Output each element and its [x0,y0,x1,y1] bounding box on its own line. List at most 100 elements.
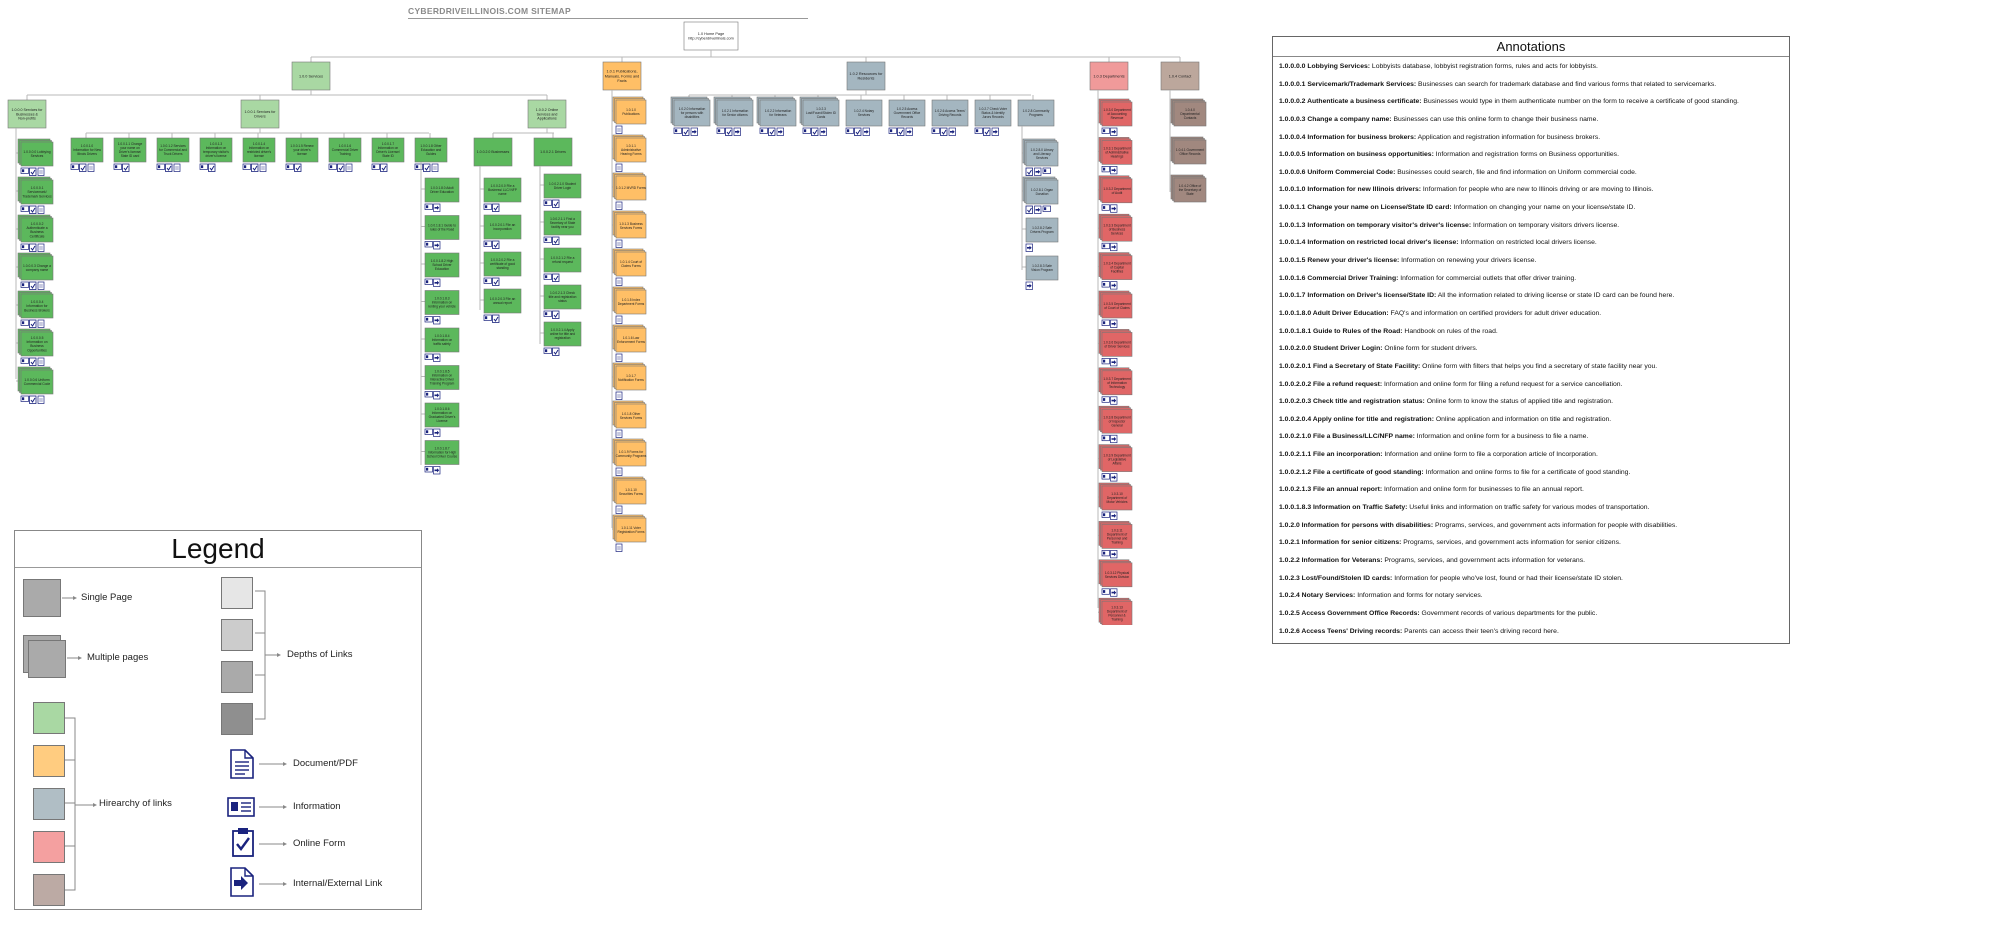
level1-node [1160,61,1200,91]
hierarchy-swatch [33,745,65,777]
annotation-id: 1.0.0.2.1.1 File an incorporation: [1279,451,1383,459]
annotation-text: All the information related to driving l… [1436,292,1675,300]
document-icon [615,505,623,514]
annotation-id: 1.0.0.2.1.3 File an annual report: [1279,486,1383,494]
information-icon [845,127,854,134]
online-form-check [30,245,36,251]
information-icon-photo [72,165,75,169]
online-form-label: Online Form [293,838,346,849]
arrow-icon [259,882,287,886]
document-icon [37,281,45,290]
information-icon-photo [545,238,548,242]
site-node [716,99,754,127]
information-icon-photo [1103,282,1106,286]
hierarchy-swatch [33,831,65,863]
annotation-id: 1.0.0.2.0.2 File a refund request: [1279,380,1383,388]
annotation-text: Information and forms for notary service… [1355,592,1483,600]
information-icon [199,163,208,170]
link-label: Internal/External Link [293,878,383,889]
online-form-check [30,169,36,175]
site-node [1101,140,1133,165]
online-form-icon [768,127,776,136]
annotation-text: Lobbyists database, lobbyist registratio… [1370,63,1598,70]
information-icon [20,205,29,212]
site-node [328,137,362,163]
information-icon-photo [1044,169,1047,173]
site-node [199,137,233,163]
information-icon [543,236,552,243]
annotation-text: Online form with filters that helps you … [1420,362,1658,370]
link-icon-arrow [907,129,912,134]
site-node [483,251,522,277]
online-form-icon [29,167,37,176]
site-node [424,365,460,390]
information-icon-photo [976,129,979,133]
annotation-item: 1.0.0.1.1 Change your name on License/St… [1279,204,1783,222]
online-form-icon [122,163,130,172]
information-icon [1101,550,1110,557]
document-icon [615,163,623,172]
legend-divider [15,567,421,568]
online-form-check [553,201,559,207]
information-icon-photo [1103,359,1106,363]
online-form-check [209,165,215,171]
information-icon-photo [1044,207,1047,211]
site-node [845,99,883,127]
site-node [888,99,926,127]
information-icon-photo [22,283,25,287]
annotation-item: 1.0.0.1.8.1 Guide to Rules of the Road: … [1279,328,1783,346]
link-icon-arrow [1111,513,1117,518]
online-form-check [855,129,861,135]
information-icon-photo [426,242,429,246]
annotation-id: 1.0.0.1.0 Information for new Illinois d… [1279,186,1422,194]
information-icon [328,163,337,170]
annotation-text: Businesses can search for trademark data… [1416,80,1717,88]
arrow-icon [62,596,77,600]
site-node [483,214,522,240]
site-node [615,479,647,505]
node-label: 1.0.2.6 Access Teens'Driving Records [935,109,966,117]
information-icon-photo [1103,398,1106,401]
information-icon-photo [1103,244,1106,248]
annotation-text: FAQ's and information on certified provi… [1388,309,1602,317]
annotation-id: 1.0.0.0.1 Servicemark/Trademark Services… [1279,80,1417,88]
site-node [615,137,647,163]
depth-label: Depths of Links [287,649,353,660]
site-node [1101,255,1133,280]
annotation-id: 1.0.0.1.7 Information on Driver's licens… [1279,292,1437,300]
annotation-item: 1.0.0.2.1.0 File a Business/LLC/NFP name… [1279,433,1783,451]
information-icon [20,395,29,402]
information-icon [156,163,165,170]
online-form-icon [682,127,690,136]
hierarchy-swatch [33,702,65,734]
online-form-icon [492,277,500,286]
site-node [1101,216,1133,242]
link-icon-arrow [434,318,440,323]
annotation-text: Information on restricted local drivers … [1458,239,1597,247]
online-form-check [553,275,559,281]
document-icon [259,163,267,172]
information-icon [483,314,492,321]
online-form-check [984,129,990,135]
single-page-label: Single Page [81,592,133,603]
online-form-check [252,165,258,171]
annotation-text: Information on temporary visitors driver… [1471,221,1620,229]
site-node [543,210,582,236]
site-node [615,365,647,391]
annotation-id: 1.0.2.3 Lost/Found/Stolen ID cards: [1279,574,1393,582]
information-icon-photo [485,279,488,283]
site-node [615,289,647,315]
online-form-icon [337,163,345,172]
